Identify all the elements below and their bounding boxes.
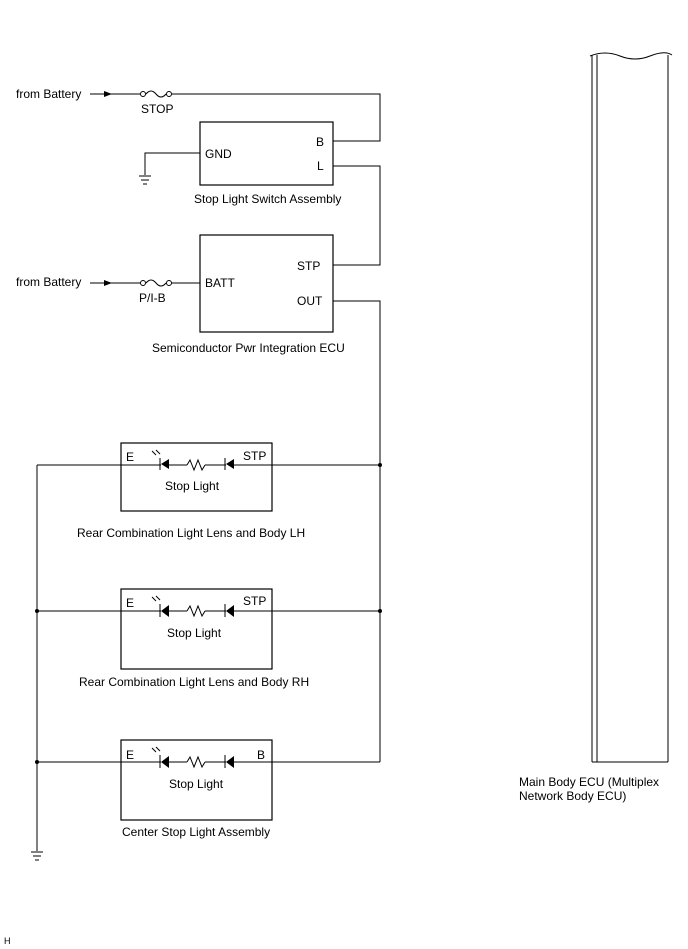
center-b-pin: B [257,748,265,762]
center-stop-box [120,739,273,821]
ground-icon [139,175,151,185]
from-battery-label-1: from Battery [16,87,81,101]
stop-light-switch-label: Stop Light Switch Assembly [194,192,341,206]
wire-switch-gnd [144,152,200,175]
junction-dot [35,760,39,764]
switch-l-pin: L [317,159,324,173]
pib-fuse-label: P/I-B [139,291,166,305]
center-stop-label: Center Stop Light Assembly [122,825,270,839]
rear-lh-stp-pin: STP [243,449,266,463]
rear-lh-label: Rear Combination Light Lens and Body LH [77,526,305,540]
corner-mark: H [4,936,11,946]
rear-lh-e-pin: E [126,450,134,464]
rear-lh-bulb-icon [151,449,234,472]
from-battery-label-2: from Battery [16,275,81,289]
main-ecu-label-line1: Main Body ECU (Multiplex [519,775,659,789]
rear-rh-bulb-icon [151,595,234,618]
ecu-batt-pin: BATT [205,276,235,290]
pwr-integration-ecu-box [199,234,334,333]
rear-rh-inner-label: Stop Light [167,626,222,640]
ecu-stp-pin: STP [297,259,320,273]
rear-lh-inner-label: Stop Light [165,479,220,493]
rear-lh-box [120,442,273,512]
rear-rh-stp-pin: STP [243,594,266,608]
main-ecu-label-line2: Network Body ECU) [519,789,626,803]
main-body-ecu-block [589,52,673,763]
center-inner-label: Stop Light [169,777,224,791]
junction-dot [35,609,39,613]
junction-dot [378,609,382,613]
rear-rh-e-pin: E [126,596,134,610]
pwr-integration-ecu-label: Semiconductor Pwr Integration ECU [152,341,345,355]
junction-dot [378,463,382,467]
stop-fuse-icon [140,90,172,98]
rear-rh-label: Rear Combination Light Lens and Body RH [79,675,309,689]
pib-fuse-icon [140,279,172,287]
wire-ecu-out [333,300,381,762]
wire-stop-to-switch-b [172,93,381,142]
switch-gnd-pin: GND [205,147,232,161]
switch-b-pin: B [316,135,324,149]
stop-fuse-label: STOP [141,102,173,116]
rear-rh-box [120,588,273,670]
ecu-out-pin: OUT [297,294,323,308]
center-e-pin: E [126,748,134,762]
ground-icon-bottom [31,851,43,861]
wire-switch-l-to-stp [333,165,381,266]
center-bulb-icon [151,746,234,769]
